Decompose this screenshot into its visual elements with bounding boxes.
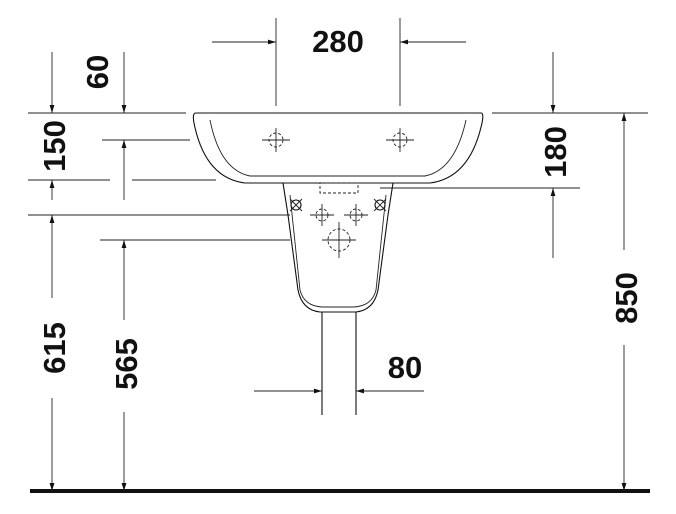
dim-565-label: 565 bbox=[109, 338, 144, 390]
dim-280-label: 280 bbox=[312, 24, 364, 59]
overflow-outline bbox=[319, 182, 359, 194]
dim-615-label: 615 bbox=[37, 322, 72, 374]
supply-connection-right-icon bbox=[344, 204, 368, 226]
fixing-bolt-right-icon bbox=[373, 198, 387, 212]
waste-outlet-icon bbox=[322, 222, 356, 258]
dim-150-label: 150 bbox=[37, 120, 72, 172]
dim-180-label: 180 bbox=[538, 126, 573, 178]
tap-hole-left-icon bbox=[262, 128, 290, 152]
basin-bowl-line bbox=[209, 119, 467, 177]
dim-60-label: 60 bbox=[80, 55, 115, 89]
tap-hole-right-icon bbox=[386, 128, 414, 152]
fixing-bolt-left-icon bbox=[289, 198, 303, 212]
supply-connection-left-icon bbox=[310, 204, 334, 226]
dim-850-label: 850 bbox=[609, 272, 644, 324]
basin-outline bbox=[192, 112, 484, 184]
dim-80-label: 80 bbox=[388, 350, 422, 385]
semi-pedestal bbox=[282, 182, 394, 313]
